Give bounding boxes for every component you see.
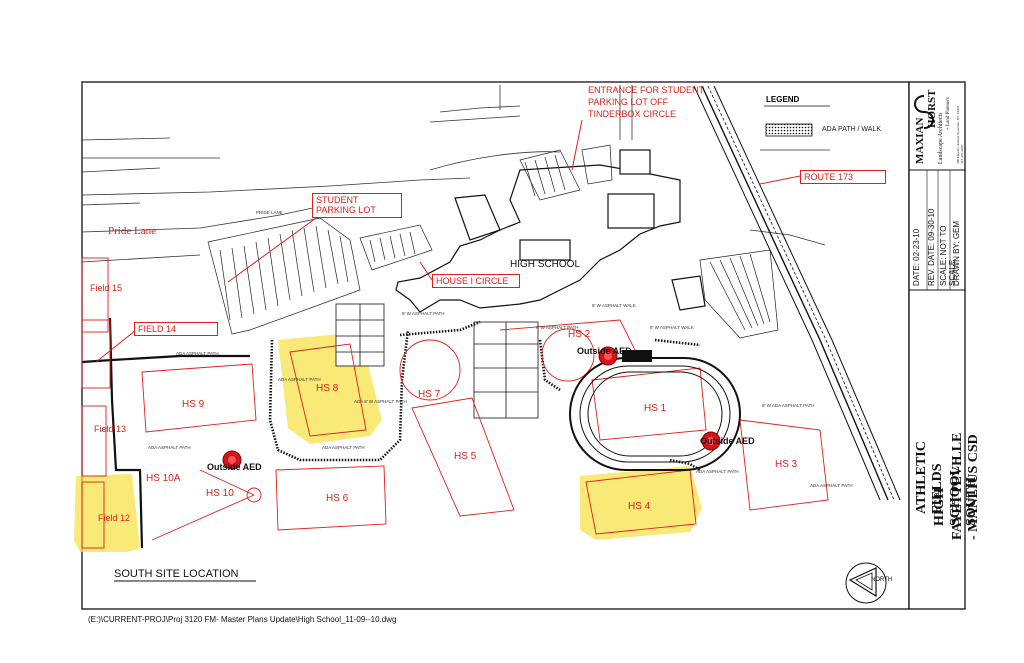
firm-name-2: HORST [926,89,938,128]
legend-title: LEGEND [766,95,800,104]
rev-date-field: REV. DATE: 09-30-10 [927,208,936,286]
path-label: 8' W ADA ASPHALT PATH [762,403,815,408]
hs-10-label: HS 10 [206,488,234,499]
north-label: NORTH [871,577,893,583]
route-173-callout: ROUTE 173 [800,170,886,185]
drawn-by-field: DRAWN BY: GEM [952,220,961,286]
field-13-label: Field 13 [94,424,127,434]
path-label: ADA ASPHALT PATH [148,445,191,450]
hs-3-label: HS 3 [775,459,798,470]
route-173-road [693,85,901,501]
firm-sub2: + Land Planners [946,97,951,130]
date-field: DATE: 02-23-10 [912,228,921,286]
entrance-callout-line2: PARKING LOT OFF [588,97,669,107]
south-site-location-label: SOUTH SITE LOCATION [114,568,239,580]
path-label: ADA ASPHALT PATH [696,469,739,474]
entrance-callout-line1: ENTRANCE FOR STUDENT [588,85,705,95]
tennis-courts [335,303,539,419]
north-arrow-icon [845,562,887,604]
running-track [569,357,741,471]
hs-9-label: HS 9 [182,399,205,410]
path-label: ADA ASPHALT PATH [810,483,853,488]
firm-name-1: MAXIAN [914,117,926,164]
field-12-label: Field 12 [98,513,131,523]
bleachers [622,350,652,362]
student-parking-line2: PARKING LOT [316,205,376,216]
firm-address: 300 Hawley Avenue Syracuse, NY 13203 315… [956,105,965,164]
hs-7-label: HS 7 [418,389,441,400]
student-parking-lot [207,144,779,339]
aed-label-1: Outside AED [207,462,262,472]
student-parking-callout: STUDENT PARKING LOT [312,193,402,218]
hs-8-label: HS 8 [316,383,339,394]
student-parking-line1: STUDENT [316,195,359,205]
field-14-callout: FIELD 14 [134,322,218,337]
sheet-title-3: FAYETTEVILLE - MANLIUS CSD [950,432,981,540]
house-i-circle-callout: HOUSE I CIRCLE [432,274,520,289]
path-label: 6' W ASPHALT PATH [536,325,579,330]
high-school-label: HIGH SCHOOL [510,259,581,270]
path-label: ADA 8' W ASPHALT PATH [354,399,407,404]
hs-10a-label: HS 10A [146,473,181,484]
path-label: PRIDE LANE [256,210,283,215]
field-15-label: Field 15 [90,283,123,293]
aed-label-3: Outside AED [700,436,755,446]
file-path-label: (E:)\CURRENT-PROJ\Proj 3120 FM- Master P… [88,615,397,624]
path-label: ADA ASPHALT PATH [278,377,321,382]
pride-lane-label: Pride Lane [108,225,156,237]
callout-arrows [95,119,801,363]
hs-4-label: HS 4 [628,501,651,512]
path-label: ADA ASPHALT PATH [176,351,219,356]
hs-6-label: HS 6 [326,493,349,504]
firm-sub: Landscape Architects [938,112,944,164]
path-label: 8' W ASPHALT WALK [650,325,694,330]
hs-1-label: HS 1 [644,403,667,414]
aed-markers [222,346,721,470]
hs-5-label: HS 5 [454,451,477,462]
path-label: 8' W ASPHALT PATH [402,311,445,316]
entrance-callout-line3: TINDERBOX CIRCLE [588,109,677,119]
aed-label-2: Outside AED [577,346,632,356]
athletic-field-outlines [81,257,829,549]
path-label: ADA ASPHALT PATH [322,445,365,450]
legend-ada-path: ADA PATH / WALK [822,126,881,133]
legend-swatch [765,123,813,137]
firm-logo-icon [914,95,934,129]
path-label: 8' W ASPHALT WALK [592,303,636,308]
hs-2-label: HS 2 [568,329,591,340]
